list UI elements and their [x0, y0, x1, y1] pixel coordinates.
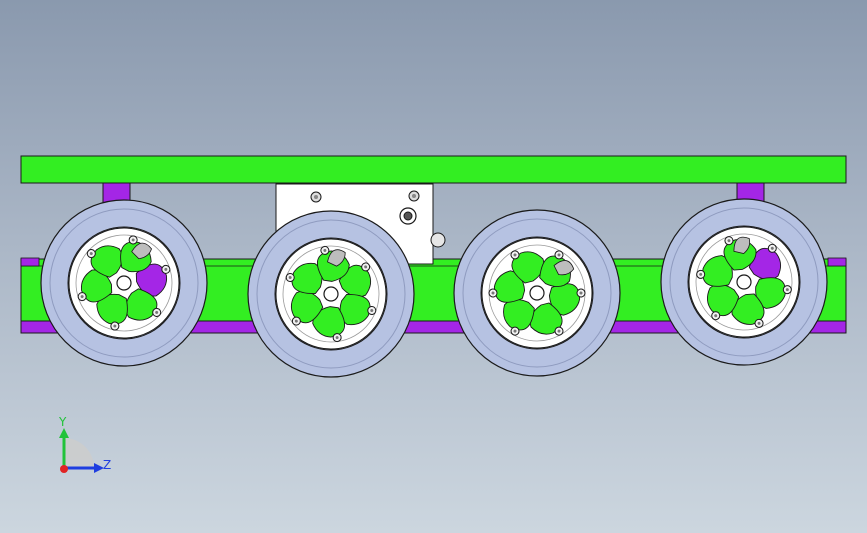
z-axis-arrow-icon: [94, 463, 104, 473]
wheels: [40, 198, 828, 378]
origin-marker-icon: [60, 465, 68, 473]
axis-triad: Y Z: [58, 415, 111, 473]
wheel-4: [660, 198, 828, 366]
top-plate: [20, 155, 847, 184]
wheel-1: [40, 199, 208, 367]
wheel-3: [453, 209, 621, 377]
y-axis-label: Y: [58, 415, 67, 429]
hub: [323, 286, 339, 302]
y-axis-arrow-icon: [59, 428, 69, 438]
wheel-2: [247, 210, 415, 378]
z-axis-label: Z: [103, 458, 111, 472]
hub: [736, 274, 752, 290]
hub: [529, 285, 545, 301]
hub: [116, 275, 132, 291]
